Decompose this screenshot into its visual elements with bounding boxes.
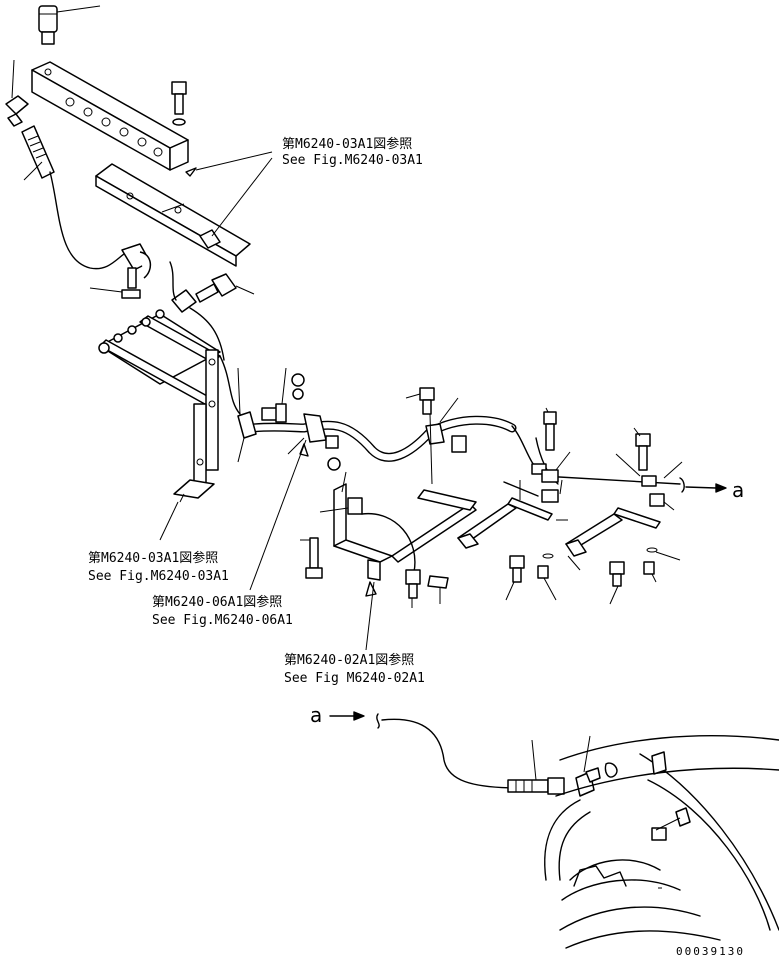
right-brackets [457, 497, 661, 587]
reference-label-4: 第M6240-02A1図参照 See Fig M6240-02A1 [284, 652, 425, 686]
reference-en-3: See Fig.M6240-06A1 [152, 613, 293, 628]
reference-jp-1: 第M6240-03A1図参照 [282, 136, 412, 152]
reference-label-2: 第M6240-03A1図参照 See Fig.M6240-03A1 [88, 550, 229, 584]
reference-en-1: See Fig.M6240-03A1 [282, 153, 423, 168]
center-bracket [305, 483, 477, 651]
housing [544, 735, 779, 949]
reference-label-1: 第M6240-03A1図参照 See Fig.M6240-03A1 [282, 136, 423, 168]
elbow-fitting [169, 261, 255, 361]
continuation-label-in: a [310, 703, 322, 727]
reference-leaders [249, 439, 309, 591]
main-hose [219, 355, 681, 497]
reference-jp-2: 第M6240-03A1図参照 [88, 550, 218, 566]
drawing-number: 00039130 [676, 945, 745, 958]
continuation-label-out: a [732, 478, 744, 502]
continuation-arrow-out [679, 477, 727, 493]
upper-bracket [95, 157, 273, 267]
hose-clamps [237, 373, 665, 507]
clamp-left [89, 243, 152, 299]
distribution-block [5, 5, 189, 270]
reference-en-4: See Fig M6240-02A1 [284, 671, 425, 686]
reference-en-2: See Fig.M6240-03A1 [88, 569, 229, 584]
leader-lines [237, 367, 683, 608]
reference-jp-4: 第M6240-02A1図参照 [284, 652, 414, 668]
bolt-upper [171, 81, 273, 177]
reference-jp-3: 第M6240-06A1図参照 [152, 594, 282, 610]
reference-label-3: 第M6240-06A1図参照 See Fig.M6240-06A1 [152, 594, 293, 628]
frame-assembly [98, 309, 221, 541]
continuation-arrow-in [329, 711, 521, 789]
